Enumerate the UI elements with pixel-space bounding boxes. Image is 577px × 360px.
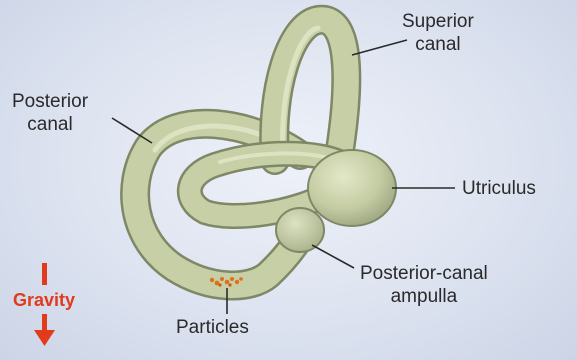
particles-label: Particles	[176, 316, 249, 339]
superior-canal-shape	[274, 20, 346, 160]
ampulla-shape	[276, 208, 324, 252]
utriculus-shape	[308, 150, 396, 226]
gravity-label: Gravity	[4, 290, 84, 311]
ampulla-leader	[312, 245, 354, 268]
ampulla-label: Posterior-canal ampulla	[360, 262, 488, 308]
posterior-canal-label: Posterior canal	[12, 90, 88, 136]
superior-canal-label: Superior canal	[402, 10, 474, 56]
superior-canal-leader	[352, 40, 407, 55]
utriculus-label: Utriculus	[462, 177, 536, 200]
